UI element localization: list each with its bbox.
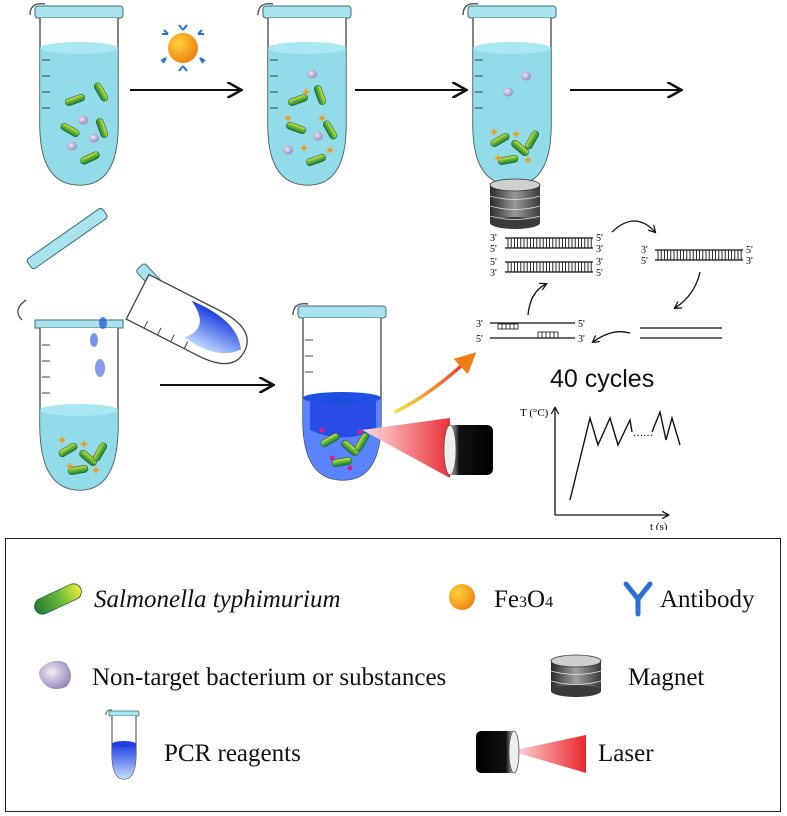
legend-icons <box>34 581 653 780</box>
thermal-profile-graph: T (°C) t (s) …… <box>520 407 681 530</box>
tube-capture <box>257 3 352 186</box>
cycles-label: 40 cycles <box>550 365 655 393</box>
strand-label: 3' <box>476 319 483 330</box>
pcr-cycle: 3' 5' 5' 3' 5' 3' 3' 5' 3' 5' 5' 3' 3' <box>476 220 753 345</box>
strand-label: 3' <box>596 257 603 268</box>
fe3o4-bead-icon <box>449 584 475 610</box>
workflow-diagram: 3' 5' 5' 3' 5' 3' 3' 5' 3' 5' 5' 3' 3' <box>17 3 753 530</box>
laser-source <box>362 418 493 478</box>
non-target-bacterium-icon <box>39 660 71 689</box>
legend-label-magnet: Magnet <box>628 664 705 691</box>
strand-label: 5' <box>490 257 497 268</box>
pcr-tube-icon <box>105 709 140 780</box>
strand-label: 5' <box>596 233 603 244</box>
strand-label: 3' <box>490 233 497 244</box>
salmonella-rod-icon <box>34 583 82 615</box>
antibody-icon <box>623 581 653 617</box>
fe3o4-antibody-bead <box>160 24 206 72</box>
tube-wash-pour <box>17 207 124 491</box>
magnet-icon <box>489 178 541 229</box>
magnet-icon <box>550 654 602 697</box>
strand-label: 5' <box>596 268 603 279</box>
tube-sample <box>29 3 124 186</box>
legend-label-laser: Laser <box>598 740 654 767</box>
tube-magnetic-separation <box>462 3 557 186</box>
strand-label: 3' <box>490 268 497 279</box>
strand-label: 5' <box>578 319 585 330</box>
strand-label: 5' <box>476 334 483 345</box>
strand-label: 5' <box>746 245 753 256</box>
strand-label: 3' <box>641 245 648 256</box>
legend-label-antibody: Antibody <box>660 586 755 613</box>
graph-ellipsis: …… <box>633 428 653 439</box>
legend-label-fe3o4: Fe3O4 <box>494 586 554 613</box>
graph-x-label: t (s) <box>650 521 668 530</box>
strand-label: 5' <box>641 256 648 267</box>
strand-label: 3' <box>578 334 585 345</box>
legend-label-pcr: PCR reagents <box>164 740 301 767</box>
legend-label-non-target: Non-target bacterium or substances <box>92 664 447 691</box>
graph-y-label: T (°C) <box>520 407 549 419</box>
strand-label: 5' <box>490 244 497 255</box>
strand-label: 3' <box>746 256 753 267</box>
legend-label-salmonella: Salmonella typhimurium <box>94 586 341 613</box>
pcr-reagent-tube-pouring <box>125 263 248 365</box>
legend-box: Salmonella typhimurium Fe3O4 Antibody No… <box>5 538 781 812</box>
laser-icon <box>476 730 586 774</box>
tube-pcr <box>292 303 387 481</box>
strand-label: 3' <box>596 244 603 255</box>
heating-arrow <box>394 352 477 414</box>
